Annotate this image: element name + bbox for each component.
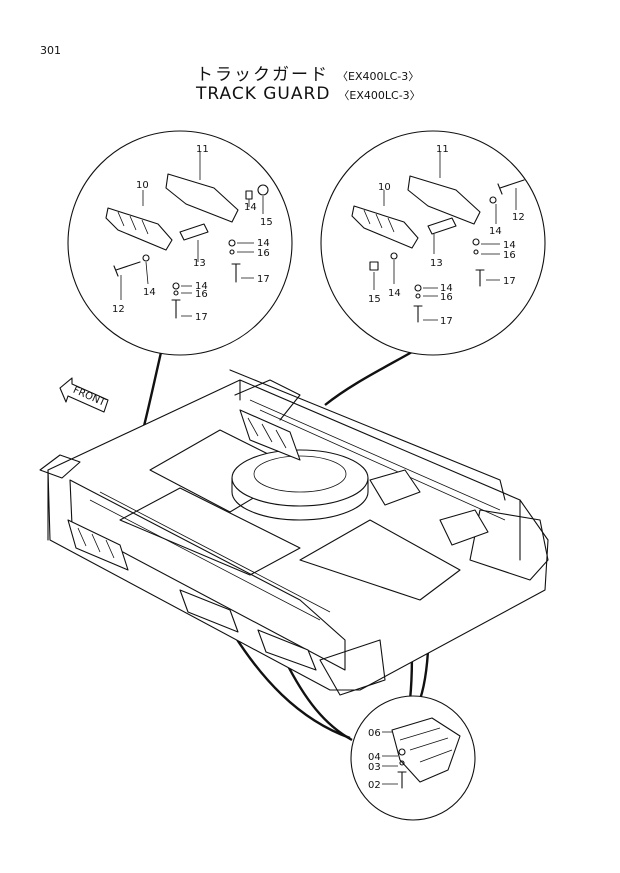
front-arrow: FRONT <box>59 377 109 413</box>
callout-right-12: 12 <box>512 212 525 223</box>
callout-right-13: 13 <box>430 258 443 269</box>
model-label-en: 〈EX400LC-3〉 <box>338 89 421 102</box>
callout-right-16a: 16 <box>503 250 516 261</box>
part-06-bracket-shape <box>391 717 461 783</box>
callout-bottom-06: 06 <box>368 728 381 739</box>
callout-bottom-03: 03 <box>368 762 381 773</box>
part-13-pin-shape <box>179 223 209 241</box>
callout-left-11: 11 <box>196 144 209 155</box>
part-11-guard-shape-r <box>407 175 481 225</box>
title-jp-text: トラックガード <box>196 65 329 85</box>
title-english: TRACK GUARD 〈EX400LC-3〉 <box>196 84 421 104</box>
callout-right-14b: 14 <box>503 240 516 251</box>
title-japanese: トラックガード〈EX400LC-3〉 <box>196 60 419 85</box>
callout-left-13: 13 <box>193 258 206 269</box>
undercarriage-frame <box>39 369 549 696</box>
swing-bearing <box>231 449 369 521</box>
callout-left-12: 12 <box>112 304 125 315</box>
part-17-bolt-shape-b <box>231 263 241 283</box>
part-11-guard-shape <box>165 173 239 223</box>
detail-circle-right: 11 10 14 12 14 16 13 17 14 16 14 15 17 <box>320 130 546 356</box>
part-13-pin-shape-r <box>427 217 457 235</box>
callout-left-14a: 14 <box>244 202 257 213</box>
detail-circle-left: 11 10 14 15 14 16 13 17 14 16 14 12 17 <box>67 130 293 356</box>
callout-left-15: 15 <box>260 217 273 228</box>
track-guard-mounted-3 <box>179 589 317 671</box>
track-guard-mounted-1 <box>239 409 301 461</box>
title-en-text: TRACK GUARD <box>196 84 331 104</box>
upper-roller-brackets <box>369 469 489 546</box>
callout-left-10: 10 <box>136 180 149 191</box>
callout-right-17a: 17 <box>503 276 516 287</box>
detail-circle-bottom: 06 04 03 02 <box>350 695 476 821</box>
page-number: 301 <box>40 44 61 57</box>
part-10-guard-shape <box>105 207 173 251</box>
callout-bottom-02: 02 <box>368 780 381 791</box>
callout-bottom-04: 04 <box>368 752 381 763</box>
track-guard-mounted-2 <box>67 519 129 571</box>
part-12-bolt-shape <box>113 261 141 277</box>
model-label-jp: 〈EX400LC-3〉 <box>337 70 420 83</box>
callout-left-14c: 14 <box>195 281 208 292</box>
part-17-bolt-shape-r-a <box>413 305 423 323</box>
part-12-bolt-shape-r <box>497 179 525 195</box>
callout-right-11: 11 <box>436 144 449 155</box>
callout-left-16a: 16 <box>257 248 270 259</box>
callout-left-16b: 16 <box>195 289 208 300</box>
callout-left-14d: 14 <box>143 287 156 298</box>
callout-right-15: 15 <box>368 294 381 305</box>
callout-left-14b: 14 <box>257 238 270 249</box>
callout-right-10: 10 <box>378 182 391 193</box>
callout-right-14a: 14 <box>489 226 502 237</box>
callout-right-17b: 17 <box>440 316 453 327</box>
callout-left-17a: 17 <box>257 274 270 285</box>
part-10-guard-shape-r <box>351 205 419 249</box>
part-17-bolt-shape-r-b <box>475 269 485 287</box>
callout-right-14c: 14 <box>440 283 453 294</box>
callout-left-17b: 17 <box>195 312 208 323</box>
callout-right-16b: 16 <box>440 292 453 303</box>
part-17-bolt-shape-a <box>171 299 181 319</box>
part-02-bolt-shape <box>397 771 407 789</box>
callout-right-14d: 14 <box>388 288 401 299</box>
